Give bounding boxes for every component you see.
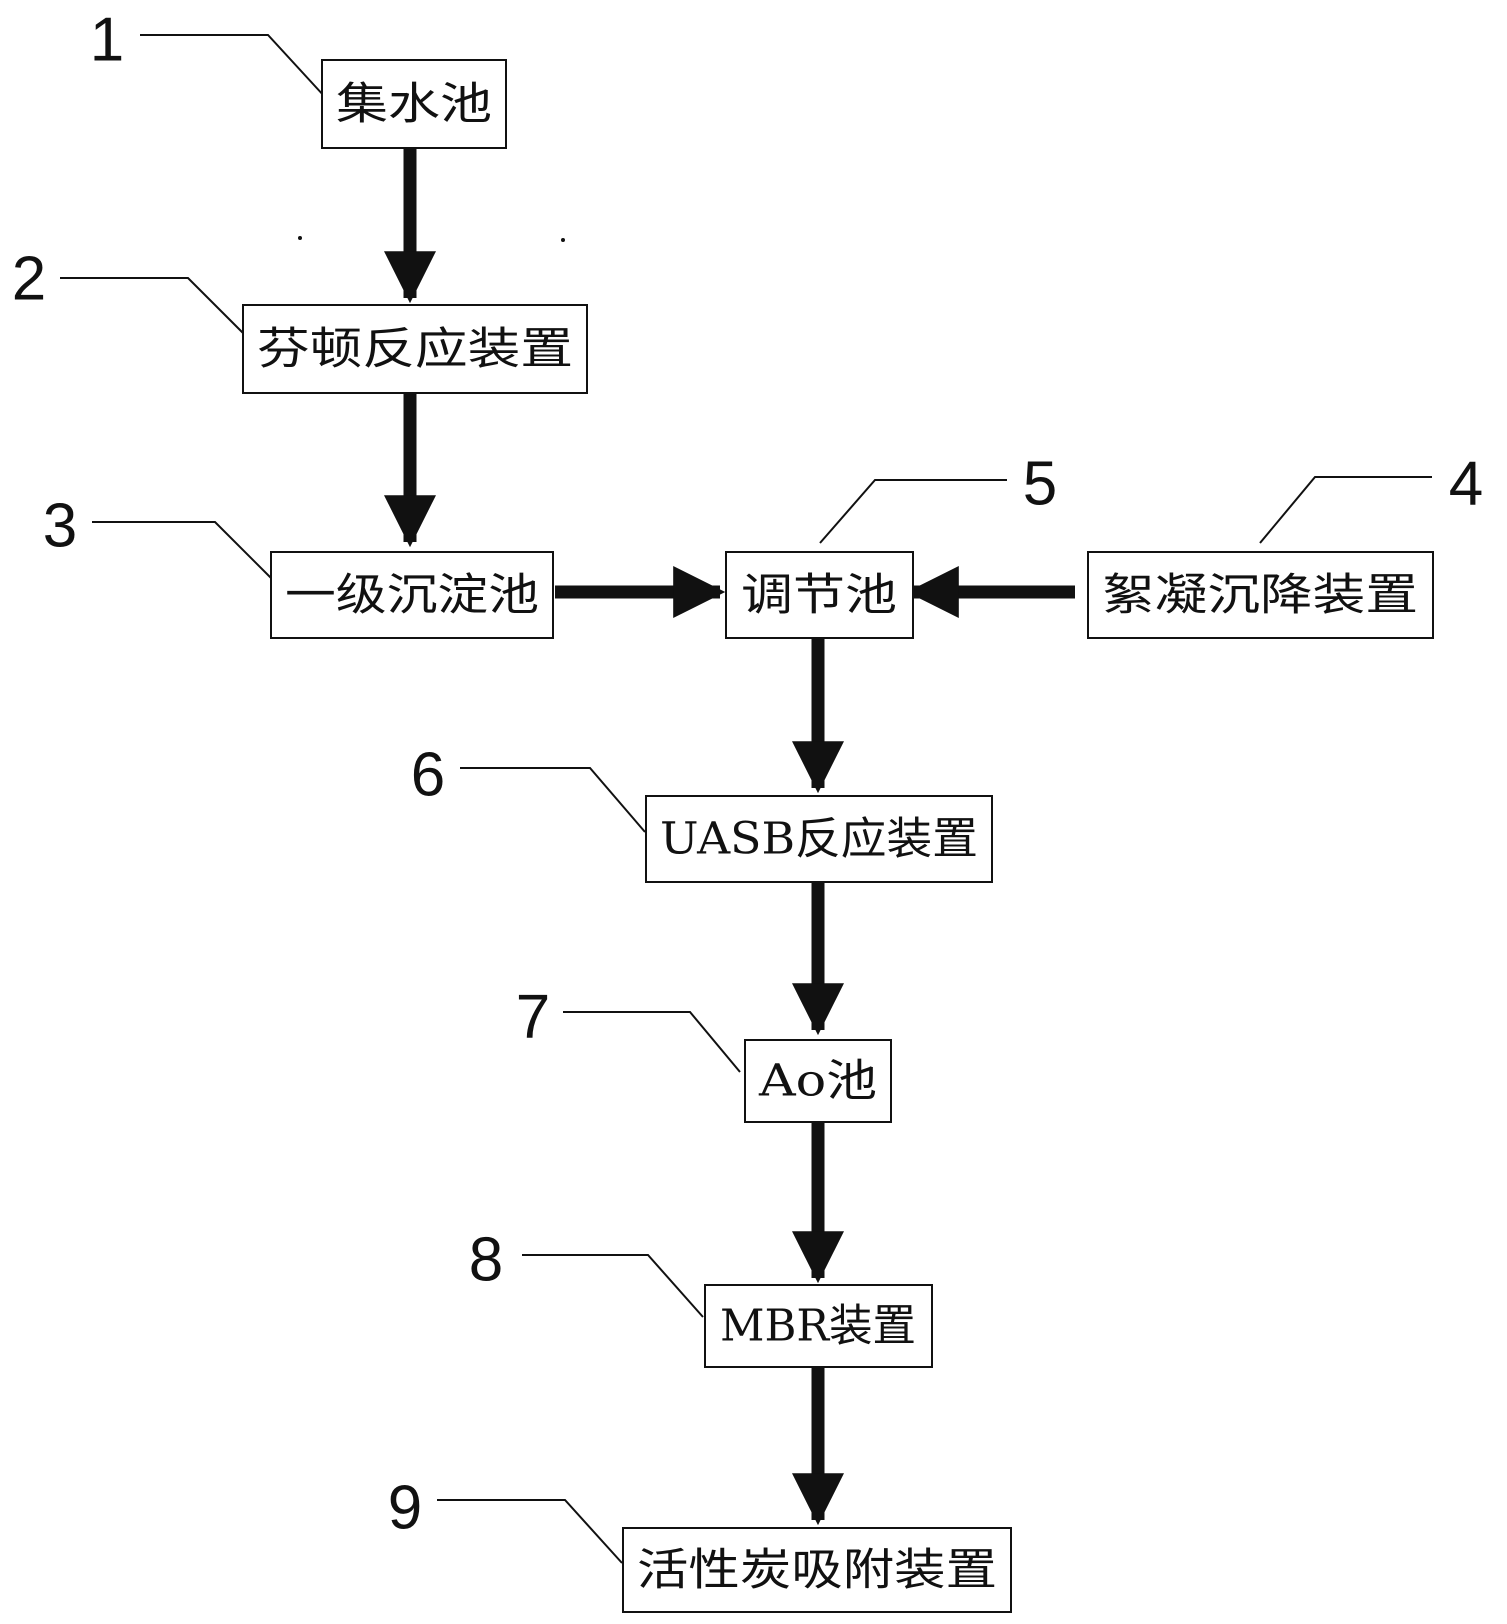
leaders-layer <box>60 34 1432 1564</box>
leader-n3 <box>92 521 274 581</box>
box-label-n6: UASB反应装置 <box>660 814 978 865</box>
box-n1 <box>321 59 507 149</box>
number-label-n6: 6 <box>411 741 445 810</box>
box-label-n4: 絮凝沉降装置 <box>1102 570 1418 621</box>
box-label-n5: 调节池 <box>741 570 897 621</box>
box-label-n3: 一级沉淀池 <box>285 570 539 621</box>
number-label-n2: 2 <box>12 245 46 314</box>
box-n3 <box>270 551 554 639</box>
speck-dot <box>298 236 302 240</box>
boxes-layer <box>242 59 1434 1613</box>
box-n8 <box>704 1284 933 1368</box>
leader-n1 <box>140 34 326 98</box>
leader-n2 <box>60 277 246 336</box>
number-labels-layer: 1 2 3 4 5 6 7 8 9 <box>12 6 1483 1543</box>
box-n7 <box>744 1039 892 1123</box>
box-label-n1: 集水池 <box>336 79 492 130</box>
box-n5 <box>725 551 914 639</box>
number-label-n5: 5 <box>1023 450 1057 519</box>
speck-dot <box>561 238 565 242</box>
box-n4 <box>1087 551 1434 639</box>
box-n2 <box>242 304 588 394</box>
leader-n6 <box>460 767 646 833</box>
box-n6 <box>645 795 993 883</box>
leader-n5 <box>819 479 1007 544</box>
scan-specks <box>298 236 565 242</box>
box-label-n7: Ao池 <box>758 1056 877 1107</box>
box-label-n9: 活性炭吸附装置 <box>637 1545 997 1596</box>
box-n9 <box>622 1527 1012 1613</box>
edges-layer <box>384 148 1075 1526</box>
number-label-n3: 3 <box>43 492 77 561</box>
number-label-n7: 7 <box>516 983 550 1052</box>
number-label-n1: 1 <box>90 6 124 75</box>
box-label-n2: 芬顿反应装置 <box>257 324 573 375</box>
box-label-n8: MBR装置 <box>720 1301 916 1352</box>
number-label-n4: 4 <box>1449 450 1483 519</box>
number-label-n8: 8 <box>469 1226 503 1295</box>
box-labels-layer: 集水池 芬顿反应装置 一级沉淀池 絮凝沉降装置 调节池 UASB反应装置 Ao池… <box>257 79 1418 1596</box>
leader-n4 <box>1259 476 1432 544</box>
leader-n7 <box>563 1011 741 1073</box>
leader-n8 <box>522 1254 704 1318</box>
leader-n9 <box>437 1499 623 1564</box>
number-label-n9: 9 <box>388 1474 422 1543</box>
